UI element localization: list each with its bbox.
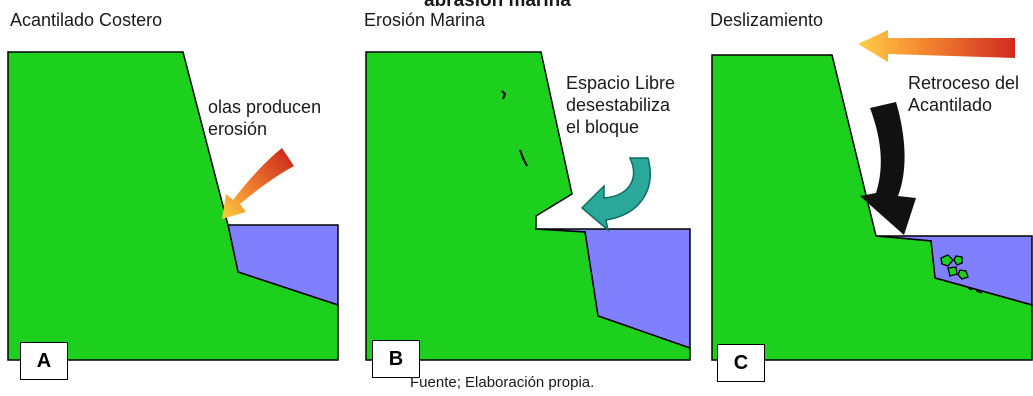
panel-c-illustration <box>711 30 1033 361</box>
panel-a-letter: A <box>36 349 52 372</box>
panel-c-letter: C <box>733 351 749 374</box>
panel-c-letter-box: C <box>717 344 765 382</box>
panel-a-note: olas producen erosión <box>208 97 322 139</box>
panel-a-title: Acantilado Costero <box>10 10 163 30</box>
panel-b-crack-lower <box>519 149 528 167</box>
panel-a-letter-box: A <box>20 342 68 380</box>
panel-b-curved-arrow <box>580 157 651 232</box>
figure-heading: abrasión marina <box>424 0 571 11</box>
panel-b-letter-box: B <box>372 340 420 378</box>
panel-b-letter: B <box>388 347 404 370</box>
panel-c-debris <box>940 254 983 294</box>
panel-b-note: Espacio Libre desestabiliza el bloque <box>566 73 676 137</box>
panel-b-crack-upper <box>501 90 507 100</box>
panel-b-cliff <box>365 51 691 361</box>
panel-b-illustration <box>365 51 691 361</box>
source-caption: Fuente; Elaboración propia. <box>410 374 595 391</box>
panel-c-retreat-arrow <box>858 30 1015 62</box>
panel-c-title: Deslizamiento <box>710 10 824 30</box>
panel-b-title: Erosión Marina <box>364 10 486 30</box>
panel-a-wave-arrow <box>222 148 294 219</box>
panel-c-slide-arrow <box>860 102 916 235</box>
panel-c-cliff <box>711 54 1033 361</box>
panel-c-note: Retroceso del Acantilado <box>908 73 1020 115</box>
